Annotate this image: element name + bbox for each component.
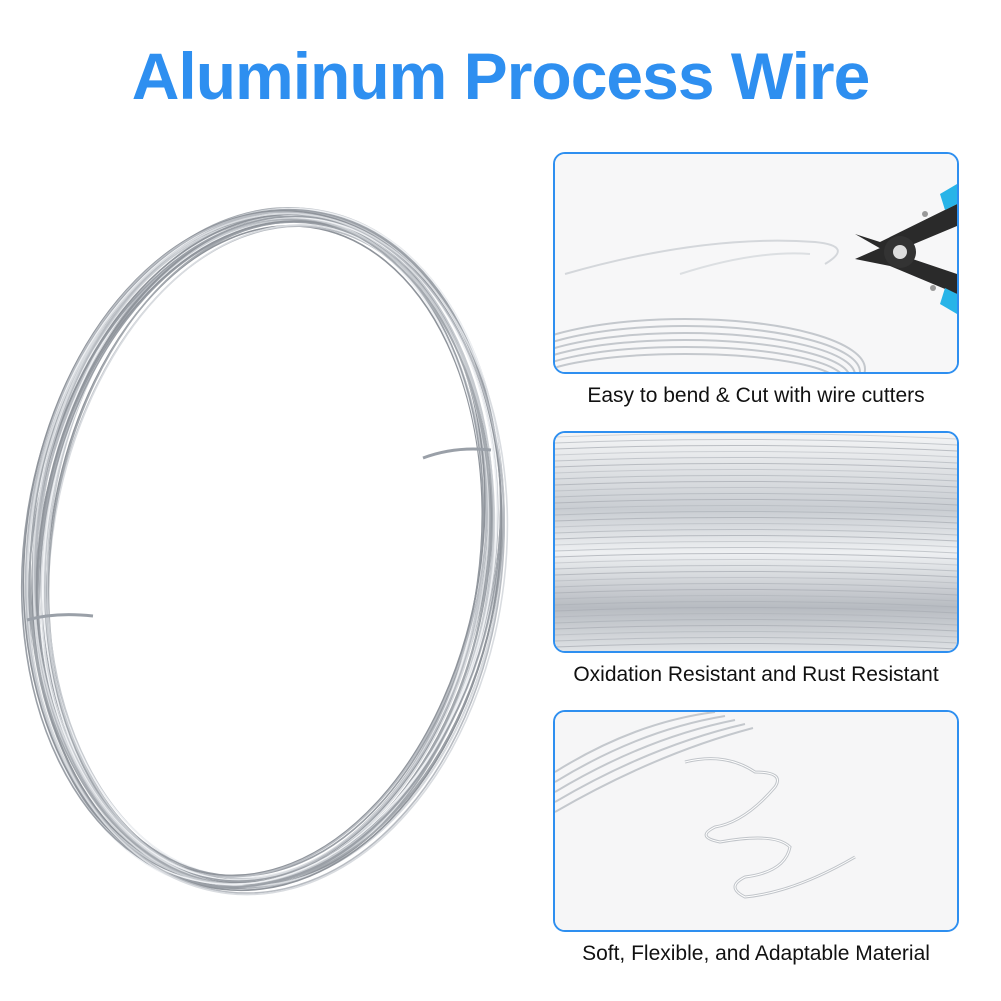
feature-caption-flexibility: Soft, Flexible, and Adaptable Material <box>582 942 930 965</box>
wire-coil-image <box>15 200 515 910</box>
bent-wire-closeup-image <box>553 710 959 932</box>
feature-caption-resistance: Oxidation Resistant and Rust Resistant <box>573 663 939 686</box>
wire-cutter-closeup-image <box>553 152 959 374</box>
wire-cutter-icon <box>855 184 957 314</box>
page-title: Aluminum Process Wire <box>131 39 871 113</box>
feature-caption-cutting: Easy to bend & Cut with wire cutters <box>587 384 925 407</box>
wire-coil-closeup-image <box>553 431 959 653</box>
